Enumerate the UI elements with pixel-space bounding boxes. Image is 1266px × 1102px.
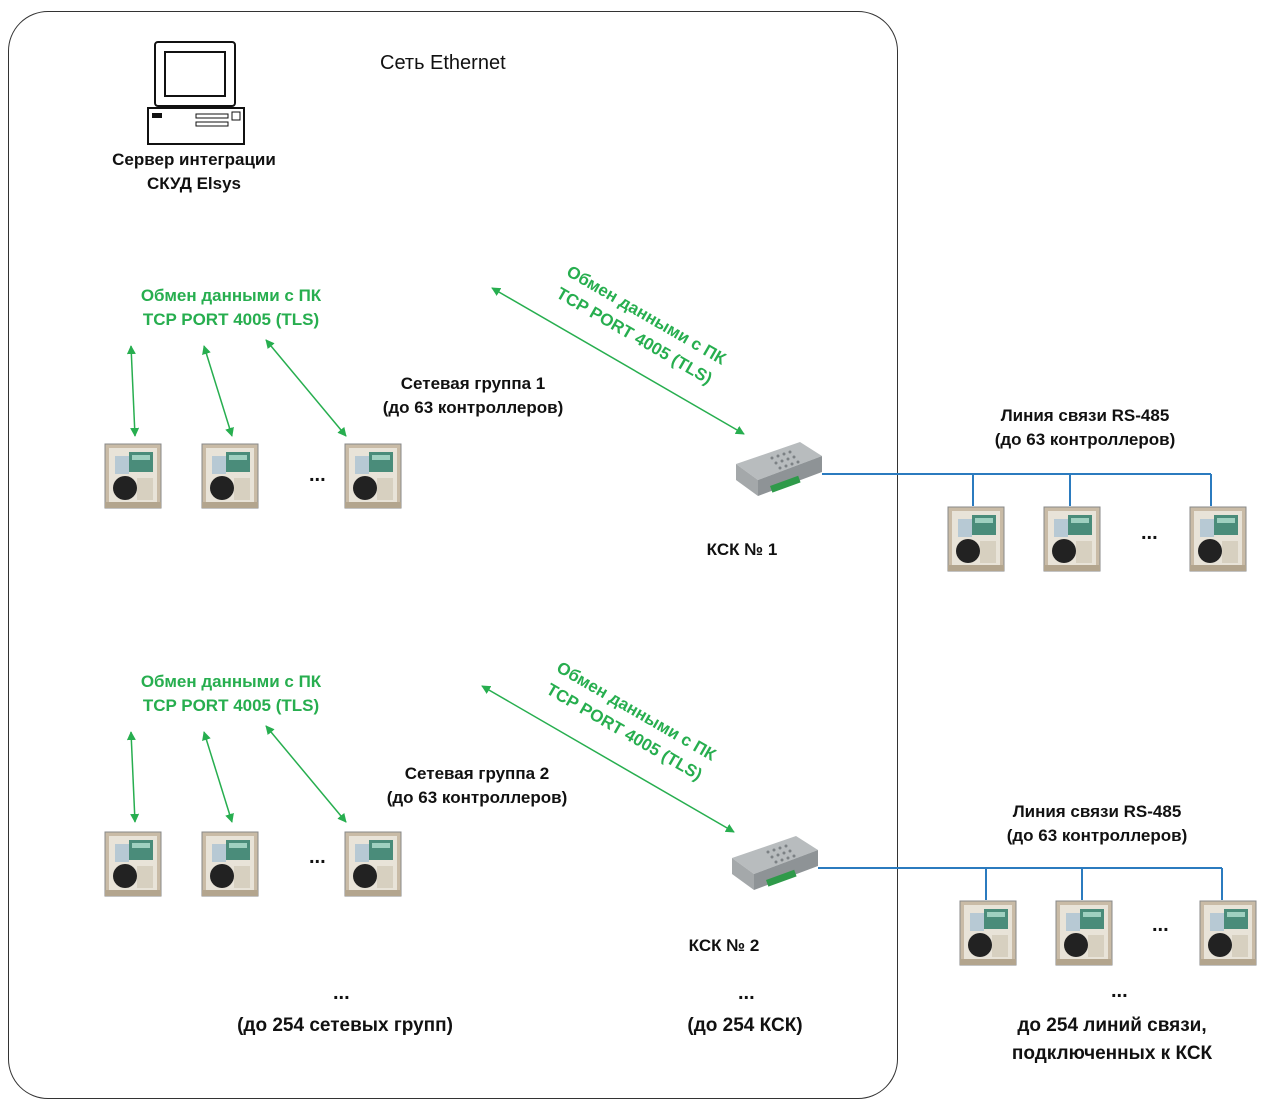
controller-icon [344, 443, 402, 509]
controller-icon [104, 831, 162, 897]
rs485-label-line2: (до 63 контроллеров) [1006, 826, 1188, 845]
network-title: Сеть Ethernet [380, 52, 506, 74]
lines-max-label: до 254 линий связи, подключенных к КСК [962, 1012, 1262, 1068]
ellipsis: ... [333, 982, 350, 1004]
exchange-arrow [202, 345, 234, 437]
controller-icon [104, 443, 162, 509]
lines-max-line2: подключенных к КСК [1011, 1043, 1213, 1064]
group-label-line2: (до 63 контроллеров) [386, 788, 568, 807]
ellipsis: ... [309, 464, 326, 486]
exchange-label-line2: TCP PORT 4005 (TLS) [142, 310, 320, 329]
exchange-label-group2: Обмен данными с ПК TCP PORT 4005 (TLS) [100, 670, 362, 718]
exchange-arrow [481, 685, 735, 833]
exchange-arrow [126, 731, 140, 823]
ksk-1-label: КСК № 1 [706, 540, 778, 559]
group-label-line1: Сетевая группа 1 [400, 374, 546, 393]
ksk-device-icon [736, 442, 822, 496]
lines-max-line1: до 254 линий связи, [1017, 1015, 1207, 1036]
server-label-line1: Сервер интеграции [112, 150, 276, 169]
exchange-arrow [491, 287, 745, 435]
ellipsis: ... [1141, 522, 1158, 544]
ksk-max-label: (до 254 КСК) [687, 1015, 803, 1036]
ksk-2-label: КСК № 2 [688, 936, 760, 955]
controller-icon [1055, 900, 1113, 966]
ksk-device-icon [732, 836, 818, 890]
groups-max-label: (до 254 сетевых групп) [237, 1015, 453, 1036]
group-label-line2: (до 63 контроллеров) [382, 398, 564, 417]
server-computer-icon [147, 41, 245, 145]
ellipsis: ... [738, 982, 755, 1004]
controller-icon [344, 831, 402, 897]
controller-icon [201, 831, 259, 897]
exchange-label-line1: Обмен данными с ПК [140, 672, 322, 691]
exchange-arrow [265, 725, 347, 823]
rs485-line-2-label: Линия связи RS-485 (до 63 контроллеров) [972, 800, 1222, 848]
controller-icon [1189, 506, 1247, 572]
controller-icon [1199, 900, 1257, 966]
controller-icon [947, 506, 1005, 572]
controller-icon [959, 900, 1017, 966]
exchange-label-group1: Обмен данными с ПК TCP PORT 4005 (TLS) [100, 284, 362, 332]
rs485-label-line1: Линия связи RS-485 [1012, 802, 1182, 821]
group-label-line1: Сетевая группа 2 [404, 764, 550, 783]
server-label: Сервер интеграции СКУД Elsys [84, 148, 304, 196]
rs485-bus-1 [822, 473, 1212, 506]
network-group-1-label: Сетевая группа 1 (до 63 контроллеров) [348, 372, 598, 420]
rs485-bus-2 [818, 867, 1223, 900]
exchange-label-line2: TCP PORT 4005 (TLS) [142, 696, 320, 715]
controller-icon [201, 443, 259, 509]
server-label-line2: СКУД Elsys [146, 174, 242, 193]
exchange-arrow [265, 339, 347, 437]
exchange-label-line1: Обмен данными с ПК [140, 286, 322, 305]
rs485-label-line1: Линия связи RS-485 [1000, 406, 1170, 425]
rs485-line-1-label: Линия связи RS-485 (до 63 контроллеров) [960, 404, 1210, 452]
ellipsis: ... [309, 846, 326, 868]
exchange-arrow [202, 731, 234, 823]
ellipsis: ... [1111, 980, 1128, 1002]
network-group-2-label: Сетевая группа 2 (до 63 контроллеров) [352, 762, 602, 810]
controller-icon [1043, 506, 1101, 572]
exchange-arrow [126, 345, 140, 437]
ethernet-network-boundary [8, 11, 898, 1099]
rs485-label-line2: (до 63 контроллеров) [994, 430, 1176, 449]
ellipsis: ... [1152, 914, 1169, 936]
